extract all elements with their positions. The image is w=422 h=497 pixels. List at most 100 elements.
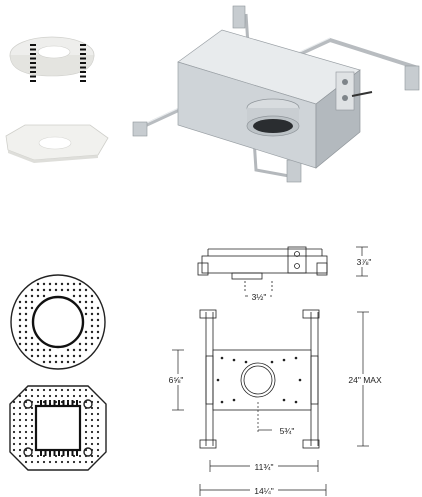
perforation-dot xyxy=(78,348,82,352)
perforation-dot xyxy=(24,418,28,422)
ring-tooth xyxy=(30,44,36,46)
perforation-dot xyxy=(60,288,64,292)
round-mud-ring-icon xyxy=(10,274,106,370)
perforation-dot xyxy=(18,418,22,422)
perforation-dot xyxy=(90,342,94,346)
perforation-dot xyxy=(36,460,40,464)
perforation-dot xyxy=(48,394,52,398)
perforation-dot xyxy=(30,336,34,340)
perforation-dot xyxy=(84,394,88,398)
dim-plate-width-label: 11¾" xyxy=(255,462,274,472)
perforation-dot xyxy=(54,454,58,458)
perforation-dot xyxy=(66,460,70,464)
ring-tooth xyxy=(80,71,86,73)
ring-tooth xyxy=(53,400,56,406)
perforation-dot xyxy=(90,312,94,316)
perforation-dot xyxy=(48,282,52,286)
perforation-dot xyxy=(42,348,46,352)
dim-hole-offset-label: 5¾" xyxy=(280,426,295,436)
perforation-dot xyxy=(298,378,302,382)
perforation-dot xyxy=(282,358,286,362)
perforation-dot xyxy=(220,400,224,404)
ring-tooth xyxy=(80,66,86,69)
perforation-dot xyxy=(96,324,100,328)
perforation-dot xyxy=(96,306,100,310)
perforation-dot xyxy=(96,424,100,428)
perforation-dot xyxy=(60,354,64,358)
perforation-dot xyxy=(78,454,82,458)
perforation-dot xyxy=(60,394,64,398)
perforation-dot xyxy=(24,460,28,464)
perforation-dot xyxy=(78,300,82,304)
perforation-dot xyxy=(24,312,28,316)
dim-plate-height-label: 6⅝" xyxy=(169,375,184,385)
perforation-dot xyxy=(60,360,64,364)
perforation-dot xyxy=(232,398,236,402)
ring-tooth xyxy=(80,57,86,60)
perforation-dot xyxy=(96,454,100,458)
perforation-dot xyxy=(84,430,88,434)
perforation-dot xyxy=(24,412,28,416)
ring-tooth xyxy=(58,450,60,456)
perforation-dot xyxy=(42,460,46,464)
ring-tooth xyxy=(76,450,78,456)
perforation-dot xyxy=(18,394,22,398)
perforation-dot xyxy=(18,400,22,404)
ring-tooth xyxy=(62,400,65,406)
ring-tooth xyxy=(30,62,36,64)
ring-tooth xyxy=(44,450,47,456)
perforation-dot xyxy=(72,460,76,464)
perforation-dot xyxy=(12,418,16,422)
ring-tooth xyxy=(80,44,86,46)
perforation-dot xyxy=(30,388,34,392)
perforation-dot xyxy=(54,460,58,464)
perforation-dot xyxy=(36,348,40,352)
perforation-dot xyxy=(18,312,22,316)
perforation-dot xyxy=(90,294,94,298)
ring-tooth xyxy=(53,450,56,456)
perforation-dot xyxy=(18,324,22,328)
perforation-dot xyxy=(12,424,16,428)
perforation-dot xyxy=(18,336,22,340)
perforation-dot xyxy=(30,412,34,416)
ring-tooth xyxy=(30,57,36,60)
perforation-dot xyxy=(72,288,76,292)
perforation-dot xyxy=(30,442,34,446)
perforation-dot xyxy=(54,360,58,364)
perforation-dot xyxy=(90,406,94,410)
perforation-dot xyxy=(42,354,46,358)
perforation-dot xyxy=(18,412,22,416)
perforation-dot xyxy=(42,400,46,404)
perforation-dot xyxy=(84,460,88,464)
perforation-dot xyxy=(294,400,298,404)
perforation-dot xyxy=(84,424,88,428)
perforation-dot xyxy=(30,300,34,304)
perforation-dot xyxy=(42,388,46,392)
perforation-dot xyxy=(30,306,34,310)
perforation-dot xyxy=(72,348,76,352)
perforation-dot xyxy=(42,282,46,286)
perforation-dot xyxy=(84,342,88,346)
perforation-dot xyxy=(84,412,88,416)
perforation-dot xyxy=(96,442,100,446)
perforation-dot xyxy=(90,442,94,446)
perforation-dot xyxy=(90,430,94,434)
perforation-dot xyxy=(30,294,34,298)
perforation-dot xyxy=(30,288,34,292)
perforation-dot xyxy=(72,388,76,392)
perforation-dot xyxy=(90,306,94,310)
perforation-dot xyxy=(216,378,220,382)
perforation-dot xyxy=(30,430,34,434)
ring-tooth xyxy=(30,80,36,82)
perforation-dot xyxy=(24,294,28,298)
perforation-dot xyxy=(90,424,94,428)
perforation-dot xyxy=(60,400,64,404)
ring-tooth xyxy=(30,71,36,73)
perforation-dot xyxy=(12,448,16,452)
dim-side-height-label: 3⅞" xyxy=(357,257,372,267)
perforation-dot xyxy=(48,360,52,364)
perforation-dot xyxy=(66,282,70,286)
perforation-dot xyxy=(12,412,16,416)
perforation-dot xyxy=(54,288,58,292)
